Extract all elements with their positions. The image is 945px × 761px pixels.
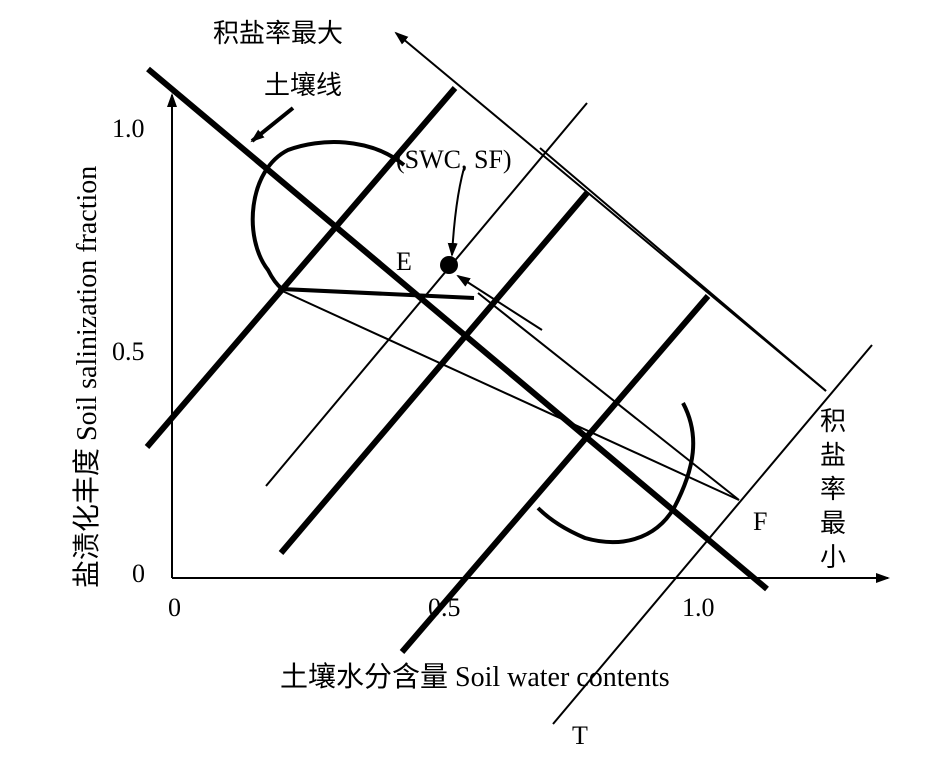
y-tick-0: 0 <box>132 559 145 588</box>
lower-boundary-line <box>477 292 740 501</box>
y-tick-05: 0.5 <box>112 337 145 366</box>
y-axis-title: 盐渍化丰度 Soil salinization fraction <box>71 166 103 588</box>
x-axis-title: 土壤水分含量 Soil water contents <box>280 661 670 693</box>
max-salt-rate-label: 积盐率最大 <box>213 19 343 48</box>
x-tick-1: 1.0 <box>682 593 715 622</box>
point-pointer-arrow <box>447 167 465 257</box>
label-f: F <box>753 507 767 536</box>
soil-line-arrow <box>250 106 295 143</box>
min-salt-rate-char-5: 小 <box>820 543 846 572</box>
label-t: T <box>572 721 588 750</box>
min-salt-rate-char-3: 率 <box>820 475 846 504</box>
x-tick-05: 0.5 <box>428 593 461 622</box>
soil-line-label: 土壤线 <box>264 71 342 100</box>
label-e: E <box>396 247 412 276</box>
middle-boundary-line <box>277 288 740 501</box>
swc-sf-point <box>440 256 458 274</box>
thick-isoline-1 <box>144 86 458 449</box>
projection-arrow <box>456 274 543 331</box>
y-tick-1: 1.0 <box>112 114 145 143</box>
min-salt-rate-char-1: 积 <box>820 407 846 436</box>
min-salt-rate-char-4: 最 <box>820 509 846 538</box>
thick-isoline-3 <box>399 294 711 654</box>
min-salt-rate-char-2: 盐 <box>820 441 846 470</box>
data-cloud-boundary <box>250 140 696 545</box>
soil-line <box>146 66 769 592</box>
max-direction-arrow <box>394 31 827 392</box>
point-label: (SWC, SF) <box>396 145 512 174</box>
thin-isoline-2 <box>552 344 873 725</box>
x-tick-0: 0 <box>168 593 181 622</box>
thick-isoline-2 <box>278 191 590 555</box>
